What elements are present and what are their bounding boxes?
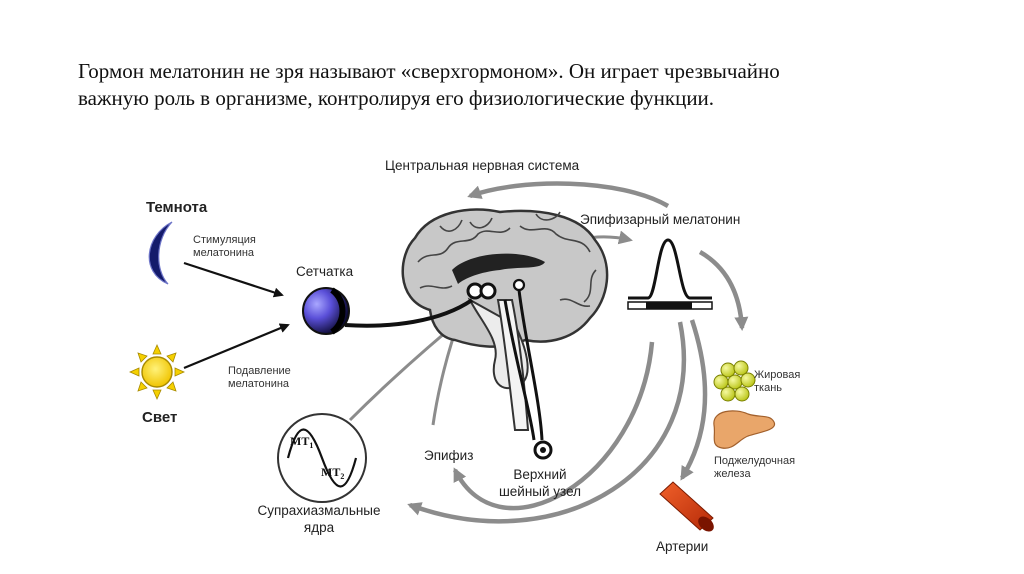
caption-line-1: Гормон мелатонин не зря называют «сверхг… [78, 59, 780, 83]
fat-label-2: ткань [754, 382, 782, 394]
pancreas-icon [713, 410, 776, 449]
artery-icon [659, 481, 714, 532]
mt1-label: MT1 [290, 434, 313, 450]
ganglion-icon [533, 440, 553, 460]
darkness-label: Темнота [146, 199, 208, 216]
retina-label: Сетчатка [296, 264, 354, 279]
peak-to-tissue-arrow [698, 250, 749, 331]
arteries-label: Артерии [656, 539, 708, 554]
scn-label-2: ядра [304, 520, 335, 535]
pancreas-label-1: Поджелудочная [714, 455, 795, 467]
cns-arrow [467, 181, 670, 208]
scn-rhythm-icon: MT1 MT2 [277, 413, 367, 503]
pineal-melatonin-label: Эпифизарный мелатонин [580, 212, 740, 227]
mt2-label: MT2 [321, 465, 344, 481]
light-label: Свет [142, 409, 177, 426]
fat-label-1: Жировая [754, 369, 800, 381]
fat-tissue-icon [713, 360, 756, 402]
pineal-label: Эпифиз [424, 448, 473, 463]
melatonin-peak-icon [627, 238, 713, 310]
peak-to-artery-arrow [680, 319, 708, 481]
stimulation-label-1: Стимуляция [193, 234, 256, 246]
pineal-output-marker [512, 278, 526, 292]
pancreas-label-2: железа [714, 468, 751, 480]
stimulation-label-2: мелатонина [193, 247, 255, 259]
optic-nerve [344, 298, 474, 328]
ganglion-label-2: шейный узел [499, 484, 581, 499]
bottom-return-arrow-inner [452, 341, 655, 511]
cns-label: Центральная нервная система [385, 158, 580, 173]
suppression-label-1: Подавление [228, 365, 291, 377]
caption-line-2: важную роль в организме, контролируя его… [78, 86, 715, 110]
sun-icon [129, 344, 185, 400]
eye-icon [302, 287, 350, 335]
ganglion-pathway [503, 289, 544, 441]
scn-label-1: Супрахиазмальные [257, 503, 380, 518]
moon-icon [148, 221, 173, 285]
suppression-label-2: мелатонина [228, 378, 290, 390]
brain-icon [401, 208, 609, 431]
light-to-eye-arrow [183, 323, 290, 370]
ganglion-label-1: Верхний [513, 467, 566, 482]
caption: Гормон мелатонин не зря называют «сверхг… [78, 58, 978, 112]
pineal-gland-marker [466, 282, 497, 300]
bottom-return-arrow-outer [407, 321, 687, 524]
dark-to-eye-arrow [183, 261, 284, 298]
